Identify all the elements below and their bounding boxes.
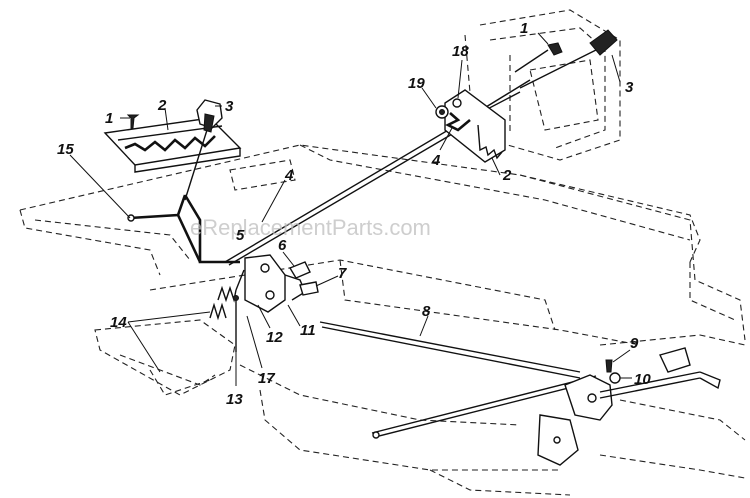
- callout-6: 6: [278, 237, 287, 254]
- callout-17: 17: [258, 370, 275, 387]
- callout-1-right: 1: [520, 20, 528, 37]
- control-rod: [319, 321, 601, 439]
- callout-12: 12: [266, 329, 283, 346]
- callout-19: 19: [408, 75, 425, 92]
- screw-right: [514, 42, 563, 73]
- callout-9: 9: [630, 335, 639, 352]
- callout-14: 14: [110, 314, 127, 331]
- callout-2-right: 2: [502, 167, 512, 184]
- washer-18: [452, 98, 462, 108]
- callout-13: 13: [226, 391, 243, 408]
- callout-8: 8: [422, 303, 431, 320]
- bolt-7: [299, 281, 319, 296]
- frame-outline: [19, 9, 746, 496]
- nut-10: [609, 372, 621, 384]
- shift-lever: [127, 194, 240, 264]
- callout-5: 5: [236, 227, 245, 244]
- spring-14: [209, 269, 245, 321]
- right-axle: [599, 347, 721, 399]
- shift-knob-left: [184, 99, 223, 201]
- callout-3-left: 3: [225, 98, 234, 115]
- leader-lines: [69, 32, 632, 386]
- callout-7: 7: [338, 265, 347, 282]
- callout-4-right: 4: [431, 152, 441, 169]
- pivot-bracket: [244, 254, 306, 313]
- callout-3-right: 3: [625, 79, 634, 96]
- callout-1-left: 1: [105, 110, 113, 127]
- callout-4-left: 4: [284, 167, 294, 184]
- callout-15: 15: [57, 141, 74, 158]
- shift-knob-right: [519, 29, 618, 89]
- callout-2-left: 2: [157, 97, 167, 114]
- bolt-6: [288, 261, 311, 279]
- pin-13: [233, 295, 239, 352]
- nut-19: [435, 105, 449, 119]
- watermark-text: eReplacementParts.com: [190, 215, 431, 240]
- callout-18: 18: [452, 43, 469, 60]
- callout-10: 10: [634, 371, 651, 388]
- lower-bracket: [537, 374, 613, 466]
- callout-labels: 1 18 19 3 4 2 1 2 3 15 4 5 6 7 8 9 10 14…: [57, 20, 651, 408]
- bolt-9: [605, 359, 613, 373]
- screw-left: [126, 114, 140, 129]
- callout-11: 11: [300, 322, 316, 339]
- shift-plate-right: [444, 89, 506, 163]
